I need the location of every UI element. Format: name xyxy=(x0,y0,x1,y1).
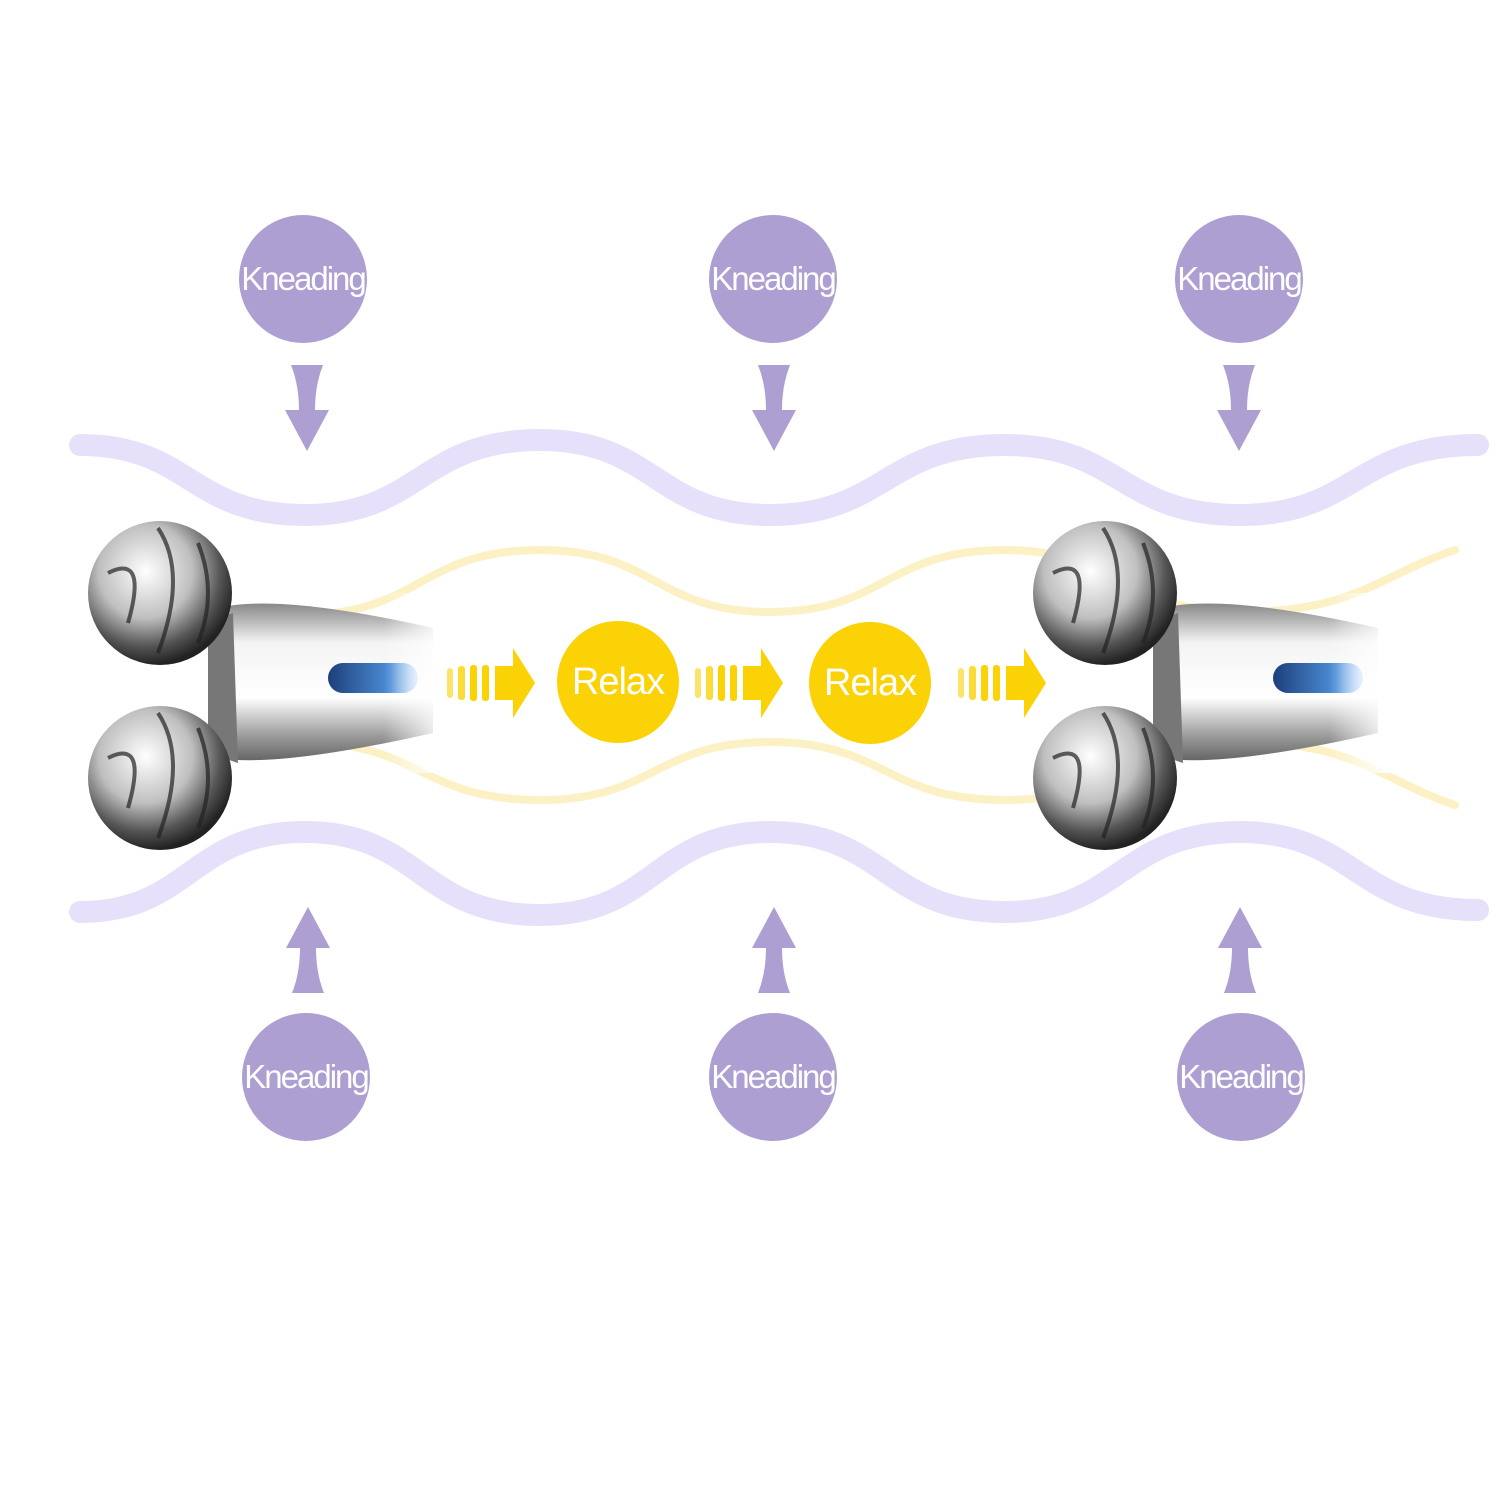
kneading-bubble-bottom-2: Kneading xyxy=(709,1013,837,1141)
kneading-bubble-bottom-3: Kneading xyxy=(1177,1013,1305,1141)
down-arrow-icon xyxy=(1217,365,1261,451)
bottom-purple-wave xyxy=(69,820,1489,927)
right-arrow-icon xyxy=(958,648,1046,718)
left-roller-device xyxy=(88,519,448,852)
down-arrow-icon xyxy=(752,365,796,451)
top-purple-wave xyxy=(69,428,1489,527)
up-arrow-icon xyxy=(286,907,330,993)
right-arrow-icon xyxy=(447,648,535,718)
relax-bubble-2: Relax xyxy=(809,622,931,744)
right-roller-device xyxy=(1033,519,1393,852)
up-arrow-icon xyxy=(1218,907,1262,993)
kneading-bubble-top-2: Kneading xyxy=(709,215,837,343)
relax-bubble-1: Relax xyxy=(557,621,679,743)
kneading-bubble-top-3: Kneading xyxy=(1175,215,1303,343)
kneading-bubble-bottom-1: Kneading xyxy=(242,1013,370,1141)
down-arrow-icon xyxy=(285,365,329,451)
right-arrow-icon xyxy=(695,648,783,718)
up-arrow-icon xyxy=(752,907,796,993)
kneading-bubble-top-1: Kneading xyxy=(239,215,367,343)
